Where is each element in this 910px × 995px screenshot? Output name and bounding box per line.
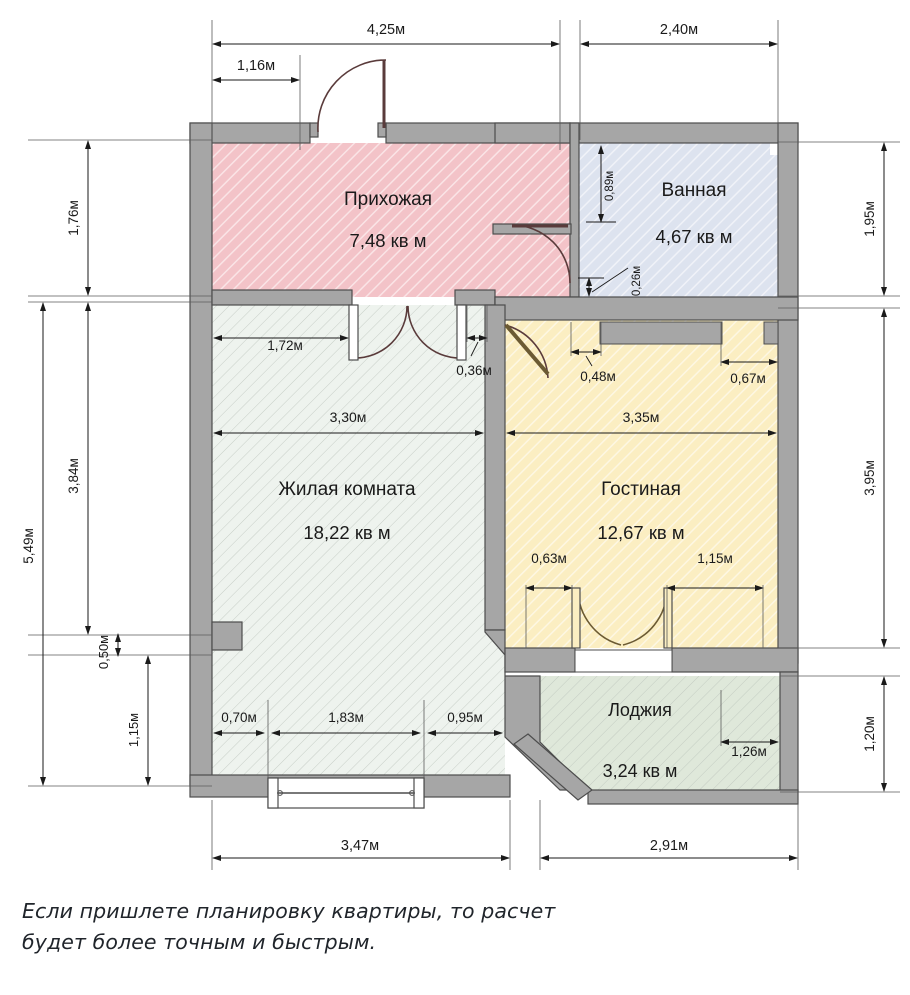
- wall-right-outer: [777, 122, 799, 664]
- dim-label-lng-0-67: 0,67м: [730, 371, 766, 386]
- dim-label-log-1-26: 1,26м: [731, 744, 767, 759]
- dim-label-lng-0-63: 0,63м: [531, 551, 567, 566]
- dim-label-left-1-76: 1,76м: [66, 200, 81, 236]
- dim-label-top-4-25: 4,25м: [367, 22, 405, 38]
- room-area-lounge: 12,67 кв м: [597, 522, 684, 543]
- room-labels: Прихожая 7,48 кв м Ванная 4,67 кв м Жила…: [278, 180, 732, 781]
- dim-label-top-2-40: 2,40м: [660, 22, 698, 38]
- wall-entry-jamb-left: [309, 122, 319, 138]
- wall-loggia-diagonal: [513, 733, 593, 801]
- caption: Если пришлете планировку квартиры, то ра…: [22, 896, 642, 958]
- room-name-living-room: Жилая комната: [278, 479, 416, 500]
- room-area-loggia: 3,24 кв м: [603, 761, 678, 781]
- door-living-right: [407, 305, 461, 359]
- room-name-loggia: Лоджия: [608, 700, 672, 720]
- dimension-labels: 4,25м 1,16м 2,40м 1,76м 3,84м 5,49м 0,50…: [21, 22, 877, 854]
- dim-label-left-5-49: 5,49м: [21, 528, 36, 564]
- room-area-bathroom: 4,67 кв м: [656, 226, 733, 247]
- wall-entry-jamb-right: [377, 122, 387, 138]
- room-name-bathroom: Ванная: [661, 180, 726, 201]
- doors: [317, 59, 673, 649]
- dim-label-left-1-15: 1,15м: [126, 713, 141, 747]
- dim-label-right-3-95: 3,95м: [862, 460, 877, 496]
- wall-left-outer: [189, 122, 213, 787]
- dim-label-top-1-16: 1,16м: [237, 58, 275, 74]
- wall-loggia-right: [779, 671, 799, 793]
- window-living-room: [267, 777, 425, 809]
- wall-top-right: [569, 122, 799, 144]
- door-living-left: [354, 305, 408, 359]
- wall-pier-left: [211, 621, 243, 651]
- door-entrance: [317, 59, 387, 133]
- balcony-door-opening: [574, 649, 673, 673]
- wall-hall-living-right: [454, 289, 496, 306]
- dim-label-left-0-50: 0,50м: [96, 635, 111, 669]
- dim-label-liv-1-72: 1,72м: [267, 338, 303, 353]
- wall-lounge-bottom-right: [671, 647, 799, 673]
- dim-label-right-1-20: 1,20м: [862, 716, 877, 752]
- wall-lounge-bottom-left: [504, 647, 576, 673]
- dim-label-bottom-2-91: 2,91м: [650, 838, 688, 854]
- room-name-lounge: Гостиная: [601, 479, 681, 500]
- dim-label-liv-3-30: 3,30м: [330, 409, 367, 425]
- lounge-niche: [599, 321, 723, 345]
- wall-bath-lounge: [494, 296, 799, 321]
- dim-label-bath-0-26: 0,26м: [631, 266, 643, 296]
- walls: [189, 122, 799, 805]
- dimension-lines: [28, 20, 900, 870]
- room-area-living-room: 18,22 кв м: [303, 522, 390, 543]
- dim-label-liv-0-95: 0,95м: [447, 710, 483, 725]
- room-area-hallway: 7,48 кв м: [350, 230, 427, 251]
- caption-line-1: Если пришлете планировку квартиры, то ра…: [22, 899, 556, 923]
- dim-label-left-3-84: 3,84м: [66, 458, 81, 494]
- wall-hall-bath: [569, 122, 580, 298]
- wall-loggia-bottom: [587, 789, 799, 805]
- room-fills: [212, 128, 780, 790]
- dim-label-bottom-3-47: 3,47м: [341, 838, 379, 854]
- dim-label-liv-0-70: 0,70м: [221, 710, 257, 725]
- wall-hall-living: [211, 289, 353, 306]
- wall-living-lounge: [484, 304, 506, 631]
- dim-label-right-1-95: 1,95м: [862, 201, 877, 237]
- dim-label-lng-0-48: 0,48м: [580, 369, 616, 384]
- wall-hallway-notch: [494, 122, 571, 144]
- lounge-jamb-right: [763, 321, 779, 345]
- dim-label-liv-1-83: 1,83м: [328, 710, 364, 725]
- caption-line-2: будет более точным и быстрым.: [22, 930, 377, 954]
- dim-label-bath-0-89: 0,89м: [604, 171, 616, 201]
- dim-label-lng-3-35: 3,35м: [623, 409, 660, 425]
- room-name-hallway: Прихожая: [344, 189, 432, 210]
- dim-label-lng-1-15: 1,15м: [697, 551, 733, 566]
- dim-label-liv-0-36: 0,36м: [456, 363, 492, 378]
